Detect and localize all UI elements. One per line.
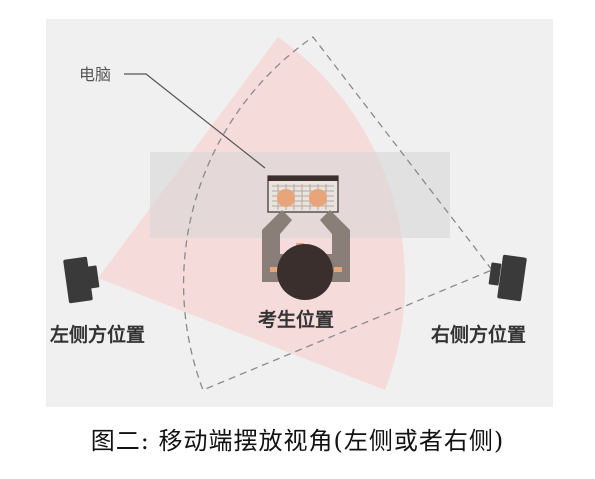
figure-caption: 图二: 移动端摆放视角(左侧或者右侧) bbox=[90, 427, 505, 455]
camera-icon bbox=[63, 256, 100, 304]
person-topdown-icon bbox=[262, 189, 350, 300]
examinee-position-label: 考生位置 bbox=[258, 309, 335, 331]
camera-icon bbox=[488, 254, 527, 302]
left-position-label: 左侧方位置 bbox=[50, 324, 146, 346]
right-camera-view-cone bbox=[182, 36, 494, 391]
computer-leader-line bbox=[124, 73, 266, 169]
right-position-label: 右侧方位置 bbox=[431, 324, 527, 346]
computer-label: 电脑 bbox=[79, 65, 112, 84]
